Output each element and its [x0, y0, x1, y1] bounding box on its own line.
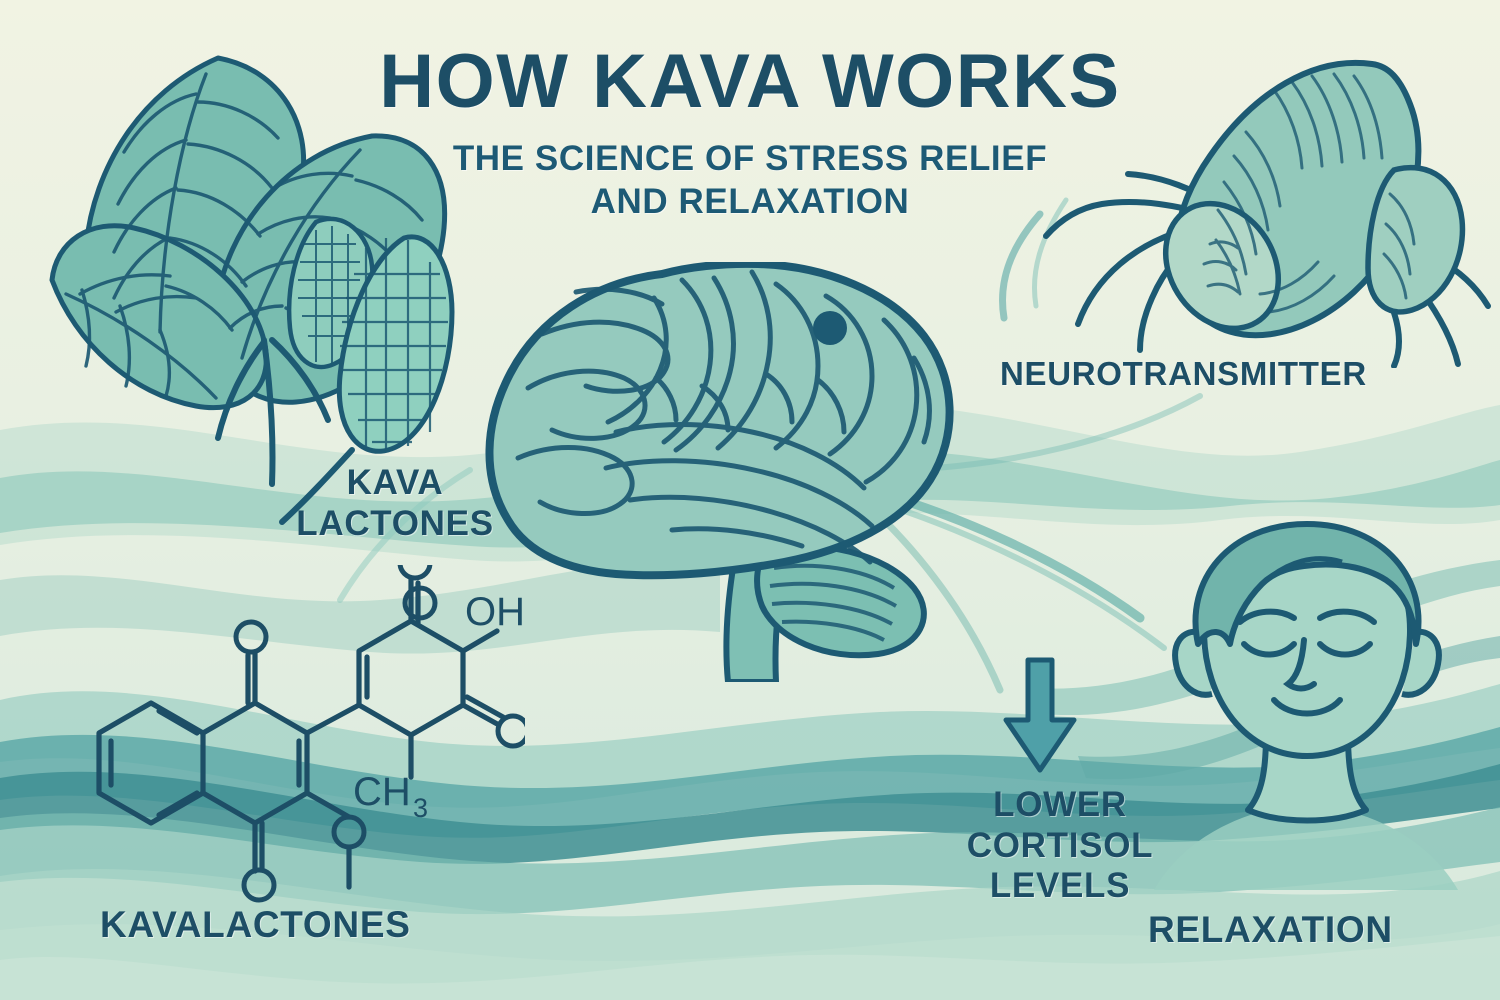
relaxed-person-face-illustration [1154, 521, 1458, 890]
label-neurotransmitter: NEUROTRANSMITTER [1000, 355, 1367, 392]
page-title: HOW KAVA WORKS [379, 39, 1121, 124]
atom-o-ketone-right [495, 713, 525, 749]
atom-o-methoxy [331, 814, 367, 850]
neurotransmitter-dot [813, 311, 847, 345]
human-brain-illustration [485, 262, 954, 682]
kava-root-rhizome-illustration [1043, 59, 1491, 368]
label-relaxation: RELAXATION [1148, 909, 1393, 950]
label-lower-cortisol-levels: LOWER CORTISOL LEVELS [966, 785, 1154, 906]
atom-o-ketone-top-glyph [402, 585, 438, 621]
label-kavalactones: KAVALACTONES [100, 904, 411, 945]
atom-o-ketone-top [397, 565, 433, 581]
label-kava-lactones: KAVA LACTONES [296, 463, 494, 544]
kavalactone-chemical-structure: OH CH 3 [96, 565, 525, 903]
atom-label-hydroxyl: OH [465, 590, 525, 634]
svg-text:3: 3 [413, 793, 428, 823]
atom-label-methyl: CH 3 [353, 770, 428, 823]
page-subtitle: THE SCIENCE OF STRESS RELIEF AND RELAXAT… [452, 139, 1048, 221]
downward-arrow [1003, 657, 1077, 773]
kava-plant-leaves-illustration [49, 55, 448, 487]
kava-flower-spike-illustration [279, 234, 455, 525]
svg-text:CH: CH [353, 770, 411, 814]
atom-o-ketone-bottom [241, 867, 277, 903]
atom-o-ketone-left [233, 619, 269, 655]
